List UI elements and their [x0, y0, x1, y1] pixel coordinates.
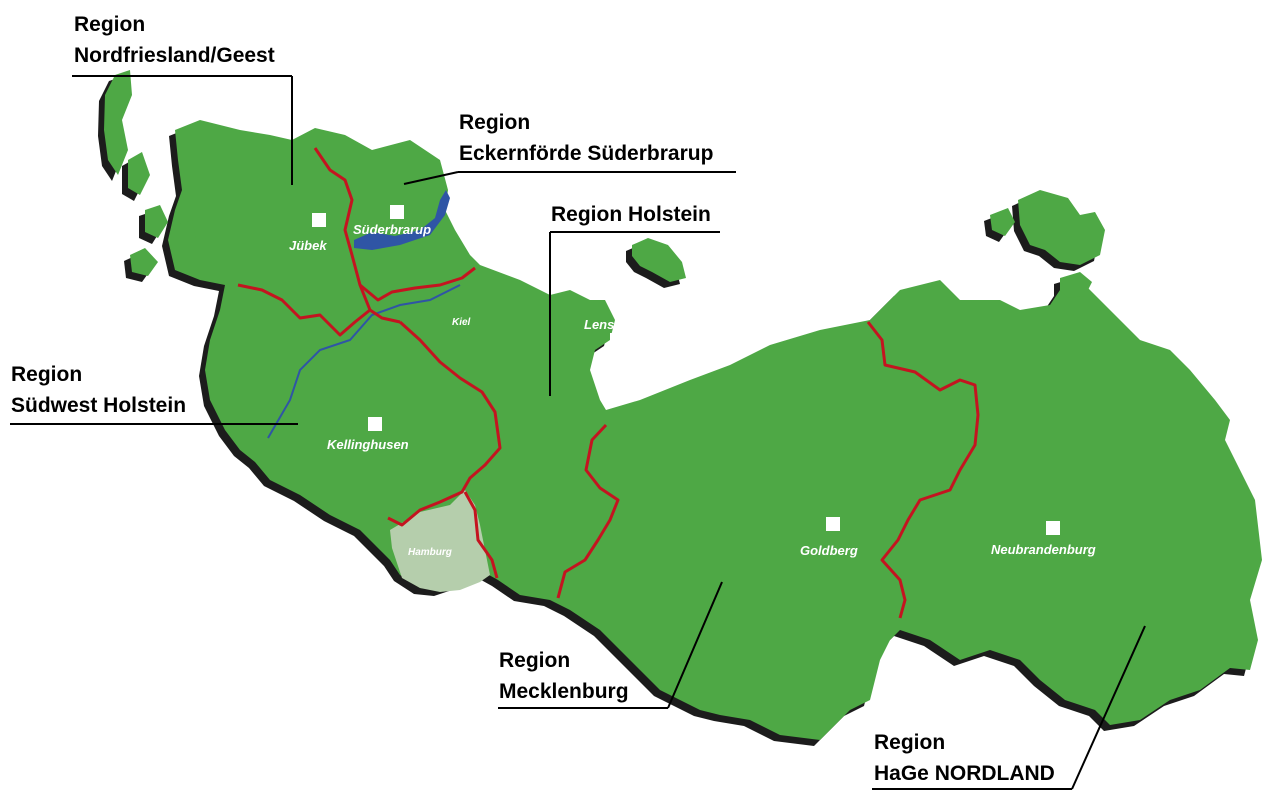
city-label-juebek: Jübek: [289, 238, 327, 253]
region-hage-line2: HaGe NORDLAND: [874, 762, 1055, 785]
region-eckernfoerde-line1: Region: [459, 111, 530, 134]
river: [267, 284, 461, 439]
neubrandenburg-marker: [1046, 521, 1060, 535]
region-suedwest-line1: Region: [11, 363, 82, 386]
leader-lines: [10, 75, 1146, 790]
city-labels: Jübek Süderbrarup Kiel Lensahn Kellinghu…: [289, 222, 1096, 558]
land-area: [104, 70, 1262, 740]
city-label-goldberg: Goldberg: [800, 543, 858, 558]
city-markers: [312, 205, 1060, 535]
city-label-neubrandenburg: Neubrandenburg: [991, 542, 1096, 557]
region-hage-line1: Region: [874, 731, 945, 754]
goldberg-marker: [826, 517, 840, 531]
region-holstein-label: Region Holstein: [551, 203, 711, 226]
lensahn-marker: [610, 333, 624, 347]
kellinghusen-marker: [368, 417, 382, 431]
region-nordfriesland-line1: Region: [74, 13, 145, 36]
region-nordfriesland-line2: Nordfriesland/Geest: [74, 44, 275, 67]
city-label-kiel: Kiel: [452, 317, 471, 328]
city-label-lensahn: Lensahn: [584, 317, 638, 332]
suederbrarup-marker: [390, 205, 404, 219]
region-eckernfoerde-line2: Eckernförde Süderbrarup: [459, 142, 713, 165]
region-suedwest-line2: Südwest Holstein: [11, 394, 186, 417]
city-label-kellinghusen: Kellinghusen: [327, 437, 409, 452]
region-mecklenburg-line2: Mecklenburg: [499, 680, 629, 703]
region-borders: [237, 147, 980, 619]
city-label-suederbrarup: Süderbrarup: [353, 222, 431, 237]
lake: [354, 190, 450, 250]
region-mecklenburg-line1: Region: [499, 649, 570, 672]
juebek-marker: [312, 213, 326, 227]
region-labels: Region Nordfriesland/Geest Region Eckern…: [11, 13, 1055, 785]
city-label-hamburg: Hamburg: [408, 547, 452, 558]
